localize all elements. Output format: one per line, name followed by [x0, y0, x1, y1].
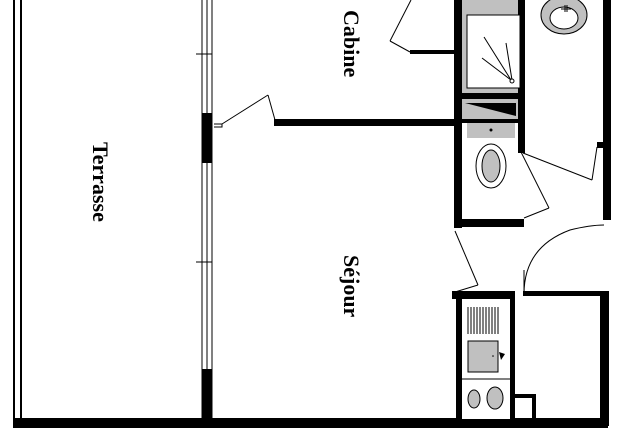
tap-icon: [499, 352, 505, 360]
shower-spray-icon: [481, 36, 515, 84]
shower-divider: [462, 93, 520, 99]
hob-icon: [467, 386, 504, 410]
toilet-icon: [475, 143, 507, 189]
right-wall-notch: [597, 142, 607, 148]
right-wall-upper: [603, 0, 611, 220]
bath-wall-left: [454, 0, 462, 228]
bathroom-door: [522, 146, 598, 181]
cabin-wall: [274, 119, 460, 126]
cistern-lid-icon: [465, 103, 516, 116]
sink-drain-icon: [492, 355, 494, 357]
kitchen-wall-right: [510, 291, 515, 426]
flush-button-icon: [489, 128, 493, 132]
kitchen-door: [454, 230, 479, 293]
bottom-wall: [13, 418, 608, 428]
room-label-sejour: Séjour: [339, 255, 364, 318]
entrance-door-arc: [523, 224, 605, 295]
bath-door-swing: [389, 0, 412, 53]
bath-wall-right: [518, 0, 525, 153]
toilet-wall-strip: [462, 119, 518, 123]
entry-wall-top: [523, 291, 608, 296]
toilet-door: [520, 151, 550, 219]
cabin-bath-wall-top: [410, 50, 460, 54]
pillar-top: [202, 113, 212, 163]
pillar-bottom: [202, 369, 212, 420]
bath-wall-bottom: [454, 219, 524, 227]
terrace-walls: [13, 0, 22, 423]
room-label-cabine: Cabine: [339, 10, 364, 78]
cabin-door: [214, 94, 276, 128]
right-wall-lower: [600, 291, 609, 426]
drainer-icon: [467, 307, 499, 334]
kitchen-wall-left: [456, 291, 462, 426]
window-facade: [196, 0, 213, 420]
washbasin-icon: [540, 0, 588, 35]
cupboard: [514, 394, 536, 420]
kitchen-wall-top: [452, 291, 514, 299]
room-label-terrasse: Terrasse: [88, 142, 113, 222]
